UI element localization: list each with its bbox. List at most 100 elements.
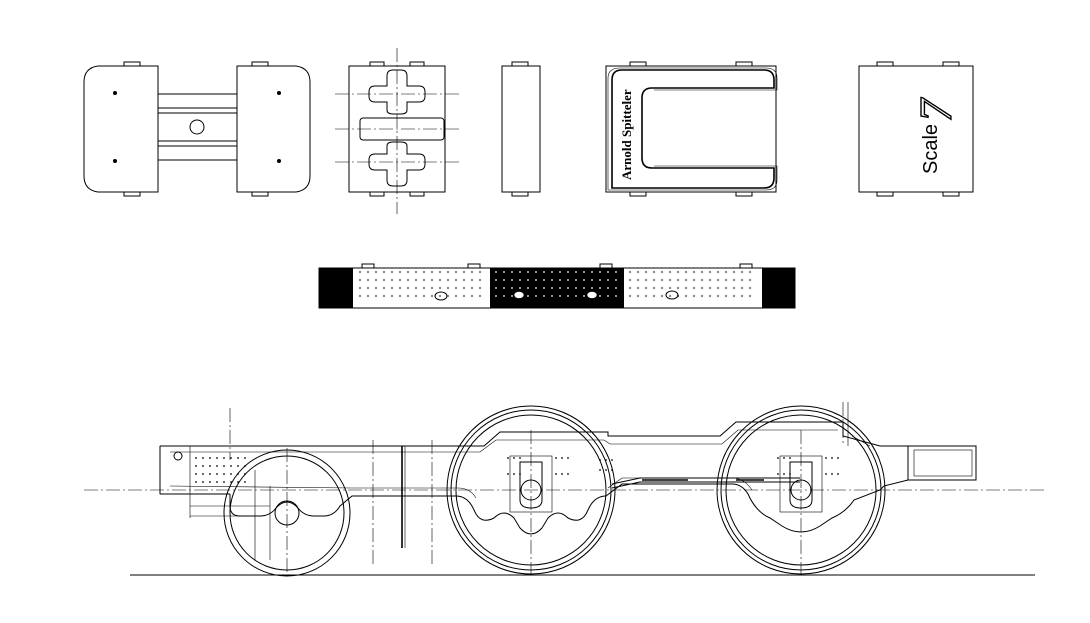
- rivet-hole: [652, 286, 656, 290]
- rivet-hole: [789, 457, 791, 459]
- rivet-hole: [503, 287, 505, 289]
- rivet-hole: [374, 270, 378, 274]
- rivet-hole: [195, 465, 197, 467]
- rivet-hole: [358, 270, 362, 274]
- rivet-hole: [777, 457, 779, 459]
- rivet-hole: [446, 270, 450, 274]
- rivet-hole: [825, 473, 827, 475]
- rivet-hole: [223, 473, 225, 475]
- rivet-hole: [511, 295, 513, 297]
- rivet-hole: [438, 286, 442, 290]
- rivet-hole: [611, 459, 613, 461]
- rivet-hole: [676, 286, 680, 290]
- rivet-hole: [398, 294, 402, 298]
- rivet-hole: [676, 270, 680, 274]
- rivet-hole: [615, 295, 617, 297]
- rivet-hole: [567, 295, 569, 297]
- rivet-hole: [724, 286, 728, 290]
- rivet-hole: [607, 279, 609, 281]
- rivet-hole: [555, 473, 557, 475]
- rivet-hole: [209, 473, 211, 475]
- rivet-hole: [777, 473, 779, 475]
- rivet-hole: [599, 271, 601, 273]
- rivet-hole: [495, 287, 497, 289]
- rivet-hole: [454, 278, 458, 282]
- rivet-hole: [607, 295, 609, 297]
- rivet-hole: [495, 295, 497, 297]
- rivet-hole: [636, 286, 640, 290]
- rivet-hole-pattern: [195, 457, 839, 483]
- rivet-hole: [628, 278, 632, 282]
- rivet-hole: [652, 270, 656, 274]
- rivet-hole: [230, 465, 232, 467]
- rivet-hole: [406, 294, 410, 298]
- rivet-hole: [209, 457, 211, 459]
- chassis-side-elevation: [84, 402, 1046, 577]
- rivet-hole: [732, 294, 736, 298]
- rivet-hole: [748, 270, 752, 274]
- rivet-hole: [668, 294, 672, 298]
- rivet-hole: [519, 287, 521, 289]
- rivet-hole: [366, 294, 370, 298]
- rivet-hole: [716, 278, 720, 282]
- rivet-hole: [195, 473, 197, 475]
- rivet-hole: [575, 295, 577, 297]
- rivet-hole: [605, 469, 607, 471]
- rivet-hole: [513, 473, 515, 475]
- rivet-hole: [366, 278, 370, 282]
- rivet-hole: [644, 294, 648, 298]
- rivet-hole: [607, 287, 609, 289]
- rivet-hole: [831, 457, 833, 459]
- rivet-hole: [559, 287, 561, 289]
- rivet-hole: [414, 286, 418, 290]
- rivet-hole: [430, 286, 434, 290]
- rivet-hole: [446, 286, 450, 290]
- rivet-hole: [230, 457, 232, 459]
- rivet-hole: [628, 294, 632, 298]
- rivet-hole: [527, 279, 529, 281]
- rivet-hole: [575, 287, 577, 289]
- rivet-hole: [591, 287, 593, 289]
- rivet-hole: [390, 278, 394, 282]
- rivet-hole: [684, 286, 688, 290]
- narrow-spacer-part: [501, 61, 541, 197]
- slotted-plate-part: [335, 48, 462, 214]
- rivet-hole: [462, 294, 466, 298]
- brand-engraving: Arnold Spitteler: [619, 89, 634, 180]
- rivet-hole: [223, 465, 225, 467]
- rivet-hole: [527, 287, 529, 289]
- rivet-hole: [519, 279, 521, 281]
- rivet-hole: [599, 279, 601, 281]
- rivet-hole: [561, 473, 563, 475]
- rivet-hole: [644, 278, 648, 282]
- rivet-hole: [237, 457, 239, 459]
- rivet-hole: [583, 287, 585, 289]
- rivet-hole: [430, 270, 434, 274]
- rivet-hole: [244, 481, 246, 483]
- rivet-hole: [611, 469, 613, 471]
- rivet-hole: [615, 271, 617, 273]
- rivet-hole: [414, 278, 418, 282]
- rivet-hole: [358, 294, 362, 298]
- rivet-hole: [535, 271, 537, 273]
- rivet-hole: [470, 294, 474, 298]
- rivet-hole: [636, 294, 640, 298]
- rivet-hole: [700, 270, 704, 274]
- rivet-hole: [837, 457, 839, 459]
- rivet-hole: [495, 279, 497, 281]
- rivet-hole: [438, 278, 442, 282]
- rivet-hole: [644, 286, 648, 290]
- rivet-hole: [478, 286, 482, 290]
- rivet-hole: [374, 286, 378, 290]
- rivet-hole: [660, 270, 664, 274]
- rivet-hole: [382, 294, 386, 298]
- rivet-hole: [599, 295, 601, 297]
- rivet-hole: [567, 473, 569, 475]
- rivet-hole: [583, 271, 585, 273]
- rivet-hole: [567, 287, 569, 289]
- rivet-hole: [366, 270, 370, 274]
- rivet-hole-grid-left: [358, 270, 482, 298]
- rivet-hole: [636, 270, 640, 274]
- rivet-hole: [732, 278, 736, 282]
- rivet-hole: [607, 271, 609, 273]
